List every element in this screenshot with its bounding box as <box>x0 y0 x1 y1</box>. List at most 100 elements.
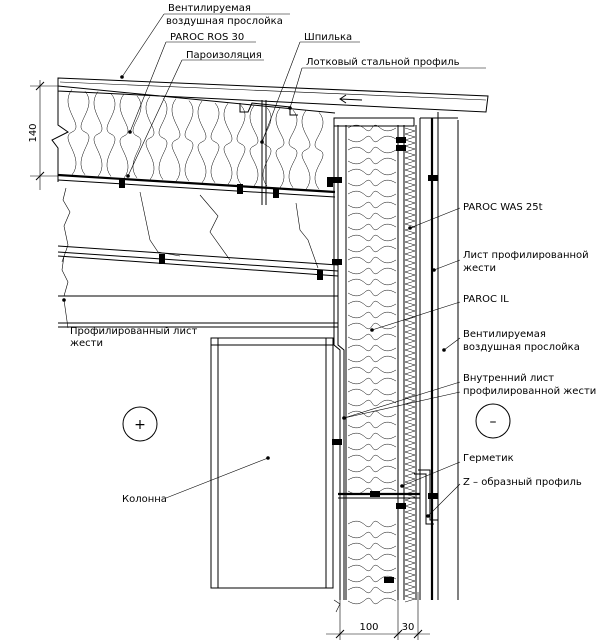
roof-assembly <box>51 77 489 280</box>
label-stud: Шпилька <box>304 32 352 43</box>
insulation-hatch-stroke <box>347 245 397 253</box>
dim-30: 30 <box>402 622 415 633</box>
label-vent-gap-right-1: Вентилируемая <box>463 329 546 340</box>
insulation-hatch-stroke <box>197 100 207 183</box>
label-profiled-sheet-left-2: жести <box>70 338 103 349</box>
label-profiled-sheet-right-2: жести <box>463 263 496 274</box>
screw <box>428 493 438 499</box>
insulation-hatch-stroke <box>347 388 397 396</box>
insulation-hatch-stroke <box>210 102 220 183</box>
svg-text:–: – <box>490 414 497 430</box>
tray-profile <box>239 102 298 116</box>
label-vent-gap-right-2: воздушная прослойка <box>463 342 580 353</box>
insulation-hatch-stroke <box>288 109 298 188</box>
column <box>210 337 334 589</box>
screw <box>396 145 406 151</box>
screw <box>119 178 125 188</box>
insulation-hatch-stroke <box>347 597 397 605</box>
insulation-hatch-stroke <box>347 168 397 176</box>
insulation-hatch-stroke <box>347 410 397 418</box>
insulation-hatch-stroke <box>347 223 397 231</box>
insulation-hatch-stroke <box>347 146 397 154</box>
insulation-hatch-stroke <box>347 267 397 275</box>
insulation-hatch-stroke <box>347 476 397 484</box>
dimension-bottom: 100 30 <box>326 592 430 640</box>
insulation-hatch-stroke <box>347 586 397 594</box>
insulation-hatch-stroke <box>80 91 90 176</box>
insulation-hatch-stroke <box>347 344 397 352</box>
insulation-hatch-stroke <box>249 105 259 187</box>
insulation-hatch-stroke <box>347 575 397 583</box>
screw <box>273 188 279 198</box>
insulation-hatch-stroke <box>347 399 397 407</box>
insulation-hatch-stroke <box>314 112 324 190</box>
insulation-hatch-stroke <box>347 454 397 462</box>
insulation-hatch-stroke <box>347 520 397 528</box>
insulation-hatch-stroke <box>119 93 129 179</box>
screw <box>237 184 243 194</box>
label-sealant: Герметик <box>463 453 514 464</box>
screw <box>332 439 342 445</box>
label-tray-profile: Лотковый стальной профиль <box>306 57 460 68</box>
insulation-hatch-stroke <box>106 93 116 177</box>
leaders <box>62 13 486 518</box>
insulation-hatch-stroke <box>347 333 397 341</box>
labels: Вентилируемая воздушная прослойка PAROC … <box>70 3 596 505</box>
label-vapor-barrier: Пароизоляция <box>186 50 262 61</box>
label-inner-sheet-2: профилированной жести <box>463 386 596 397</box>
insulation-hatch-stroke <box>347 421 397 429</box>
insulation-hatch-stroke <box>347 553 397 561</box>
insulation-hatch-stroke <box>132 95 142 179</box>
airflow-arrow <box>339 94 363 104</box>
insulation-hatch-stroke <box>347 564 397 572</box>
label-vent-gap-top-2: воздушная прослойка <box>166 16 283 27</box>
insulation-hatch-stroke <box>347 311 397 319</box>
wall-assembly <box>332 112 459 605</box>
insulation-hatch-stroke <box>184 100 194 182</box>
insulation-hatch-stroke <box>347 190 397 198</box>
screw <box>396 503 406 509</box>
label-paroc-il: PAROC IL <box>463 294 509 305</box>
insulation-hatch-stroke <box>347 179 397 187</box>
screw <box>332 177 342 183</box>
insulation-hatch-stroke <box>347 443 397 451</box>
insulation-hatch-stroke <box>347 201 397 209</box>
insulation-hatch-stroke <box>67 89 77 176</box>
insulation-hatch-stroke <box>347 366 397 374</box>
insulation-hatch-stroke <box>347 212 397 220</box>
insulation-hatch-stroke <box>236 105 246 185</box>
screw <box>370 491 380 497</box>
insulation-hatch-stroke <box>275 107 285 188</box>
insulation-hatch-stroke <box>347 234 397 242</box>
insulation-hatch-stroke <box>347 542 397 550</box>
insulation-hatch-stroke <box>301 110 311 190</box>
screw <box>428 175 438 181</box>
insulation-hatch-stroke <box>347 355 397 363</box>
label-vent-gap-top-1: Вентилируемая <box>168 3 251 14</box>
screw <box>332 259 342 265</box>
label-profiled-sheet-right-1: Лист профилированной <box>463 250 589 261</box>
roof-insulation-hatch <box>67 89 324 190</box>
label-inner-sheet-1: Внутренний лист <box>463 373 554 384</box>
insulation-hatch-stroke <box>93 91 103 177</box>
svg-text:+: + <box>134 417 146 433</box>
insulation-hatch-stroke <box>223 103 233 185</box>
screw <box>327 177 333 187</box>
insulation-hatch-stroke <box>347 278 397 286</box>
screw <box>396 137 406 143</box>
insulation-hatch-stroke <box>347 300 397 308</box>
label-column: Колонна <box>122 494 167 505</box>
insulation-hatch-stroke <box>347 432 397 440</box>
insulation-hatch-stroke <box>347 157 397 165</box>
insulation-hatch-stroke <box>262 107 272 187</box>
label-paroc-was: PAROC WAS 25t <box>463 202 543 213</box>
dim-100: 100 <box>359 622 378 633</box>
minus-symbol: – <box>475 403 511 439</box>
label-profiled-sheet-left-1: Профилированный лист <box>70 326 197 337</box>
dim-140: 140 <box>28 123 39 142</box>
screw <box>384 577 394 583</box>
insulation-hatch-stroke <box>347 322 397 330</box>
insulation-hatch-stroke <box>347 289 397 297</box>
insulation-hatch-stroke <box>347 256 397 264</box>
